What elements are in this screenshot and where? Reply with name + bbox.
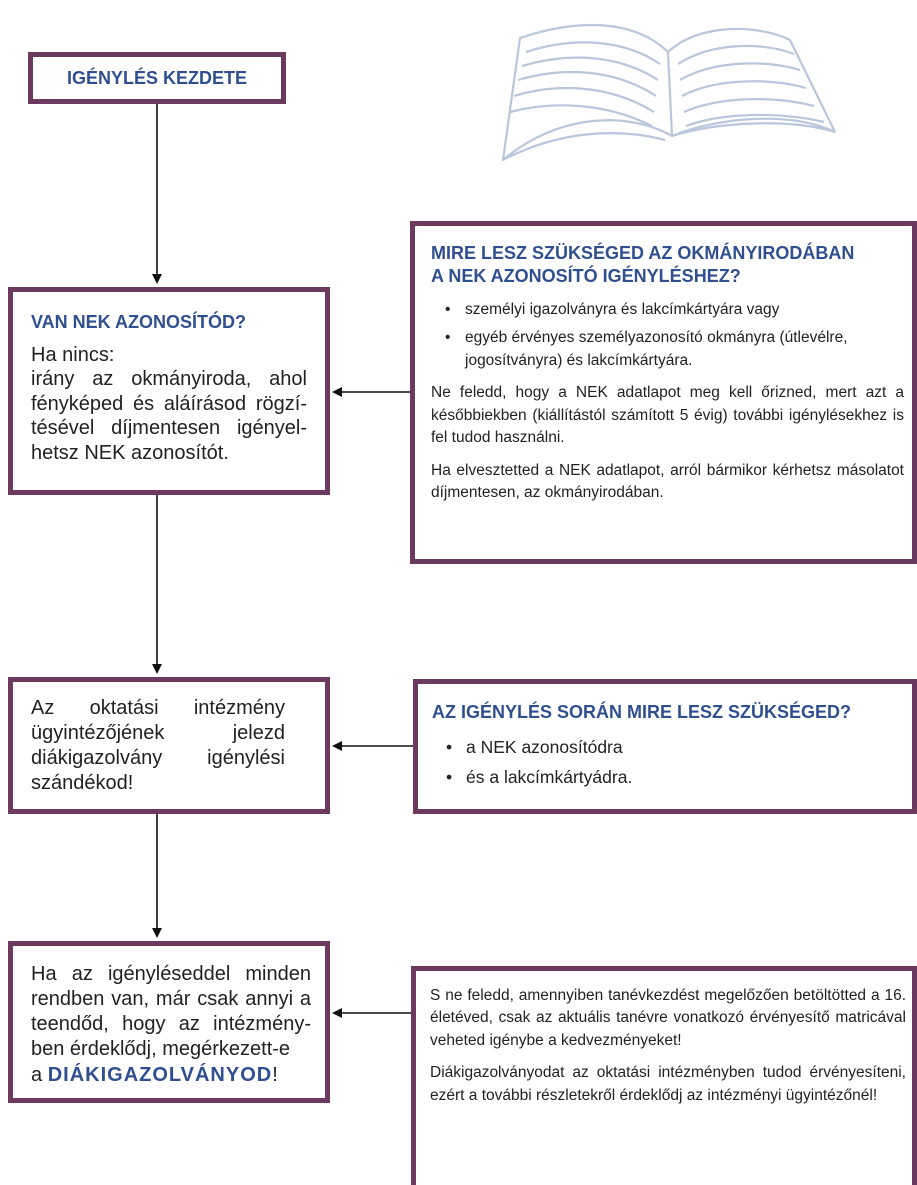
student-card-highlight: DIÁKIGAZOLVÁNYOD (47, 1064, 273, 1086)
validation-note-box: S ne feledd, amennyiben tanévkezdést meg… (411, 966, 917, 1185)
list-item: egyéb érvényes személyazonosító okmányra… (431, 327, 904, 372)
validation-note-1: S ne feledd, amennyiben tanévkezdést meg… (430, 987, 906, 1049)
list-item: és a lakcímkártyádra. (432, 763, 904, 793)
office-requirements-note-1: Ne feledd, hogy a NEK adatlapot meg kell… (431, 384, 904, 447)
office-requirements-note-2: Ha elvesztetted a NEK adatlapot, arról b… (431, 461, 904, 502)
office-requirements-title-2: A NEK AZONOSÍTÓ IGÉNYLÉSHEZ? (431, 266, 741, 287)
final-step-suffix: ! (272, 1064, 278, 1086)
open-book-icon (501, 24, 837, 162)
start-label: IGÉNYLÉS KEZDETE (66, 67, 248, 88)
final-step-prefix: a (31, 1064, 48, 1086)
notify-administrator-box: Az oktatási intézmény ügyintézőjének jel… (8, 677, 330, 814)
final-step-last-line: a DIÁKIGAZOLVÁNYOD! (31, 1062, 311, 1088)
list-item: a NEK azonosítódra (432, 733, 904, 763)
final-step-text: Ha az igényléseddel minden rendben van, … (31, 963, 311, 1060)
office-requirements-list: személyi igazolványra és lakcímkártyára … (431, 299, 904, 372)
office-requirements-title-1: MIRE LESZ SZÜKSÉGED AZ OKMÁNYIRODÁBAN (431, 243, 855, 263)
nek-id-title: VAN NEK AZONOSÍTÓD? (31, 312, 246, 332)
office-requirements-box: MIRE LESZ SZÜKSÉGED AZ OKMÁNYIRODÁBAN A … (410, 221, 917, 564)
validation-note-2: Diákigazolványodat az oktatási intézmény… (430, 1064, 906, 1104)
list-item: személyi igazolványra és lakcímkártyára … (431, 299, 904, 322)
notify-administrator-text: Az oktatási intézmény ügyintézőjének jel… (31, 697, 285, 794)
nek-id-line1: Ha nincs: (31, 344, 115, 366)
final-step-box: Ha az igényléseddel minden rendben van, … (8, 941, 330, 1103)
application-requirements-list: a NEK azonosítódra és a lakcímkártyádra. (432, 733, 904, 793)
nek-id-box: VAN NEK AZONOSÍTÓD? Ha nincs: irány az o… (8, 287, 330, 495)
application-requirements-box: AZ IGÉNYLÉS SORÁN MIRE LESZ SZÜKSÉGED? a… (413, 679, 917, 814)
nek-id-body: irány az okmányiroda, ahol fényképed és … (31, 368, 307, 464)
application-requirements-title: AZ IGÉNYLÉS SORÁN MIRE LESZ SZÜKSÉGED? (432, 702, 852, 722)
start-box: IGÉNYLÉS KEZDETE (28, 52, 286, 104)
